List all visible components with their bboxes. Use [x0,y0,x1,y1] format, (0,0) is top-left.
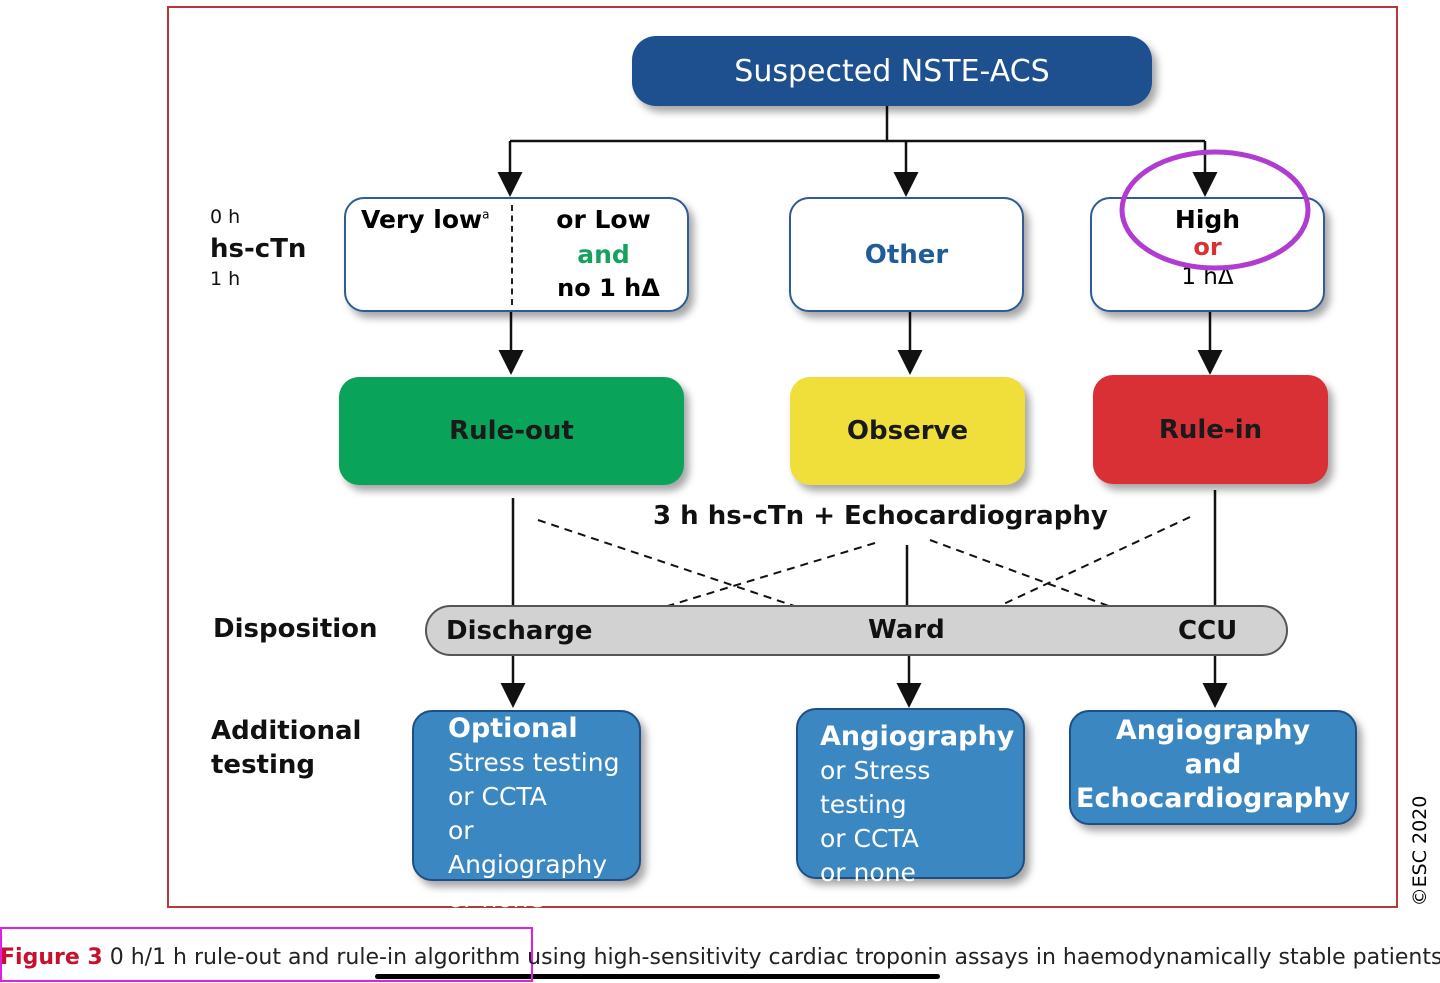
label-hs-ctn: hs-cTn [210,234,307,264]
connector-line [510,106,1205,143]
dashed-arrow [601,542,876,630]
testing-option: or none [820,858,916,887]
testing-option: or CCTA [448,782,547,811]
testing-option: and [1184,749,1242,780]
testing-title: Optional [448,713,578,744]
testing-option: Angiography [1115,715,1311,746]
rule-in-text: Rule-in [1158,414,1263,445]
testing-option: or Angiography [448,816,608,879]
purple-circle-annotation [1119,149,1311,271]
ccu-label: CCU [1178,616,1238,646]
or-text: or [1193,233,1222,261]
very-low-or-low-box: Very lowa or Low and no 1 hΔ [344,197,689,312]
other-box: Other [789,197,1024,312]
caption-text: 0 h/1 h rule-out and rule-in algorithm u… [109,945,948,970]
testing-option: Echocardiography [1076,783,1350,814]
figure-caption: Figure 3 0 h/1 h rule-out and rule-in al… [0,945,1440,970]
suspected-nste-acs-box: Suspected NSTE-ACS [632,36,1152,106]
label-1h: 1 h [210,268,241,290]
very-low-text: Very low [361,205,483,234]
and-text: and [577,240,630,269]
discharge-label: Discharge [446,616,593,646]
testing-option: or CCTA [820,824,919,853]
caption-text-continued: assays in haemodynamically stable patien… [954,945,1440,970]
rule-out-box: Rule-out [339,377,684,485]
testing-box-middle: Angiography or Stress testing or CCTA or… [796,708,1025,887]
label-0h: 0 h [210,206,241,228]
magenta-highlight-box [0,927,533,982]
top-title: Suspected NSTE-ACS [734,53,1050,89]
rule-in-box: Rule-in [1093,375,1328,484]
other-text: Other [864,239,949,270]
figure-frame [167,6,1398,908]
testing-option: Stress testing [448,748,620,777]
ward-label: Ward [868,615,945,645]
testing-title: Angiography [820,721,1015,752]
high-box: High or 1 hΔ [1090,197,1325,312]
label-disposition: Disposition [213,614,378,644]
redaction-bar [375,974,940,979]
disposition-bar [425,605,1288,656]
observe-text: Observe [846,416,969,446]
copyright: ©ESC 2020 [1409,795,1431,907]
testing-box-right: Angiography and Echocardiography [1069,710,1357,825]
rule-out-text: Rule-out [449,416,574,446]
high-text: High [1174,205,1241,234]
no-delta-text: no 1 hΔ [557,274,660,302]
testing-option: or Stress testing [820,756,931,819]
testing-box-left: Optional Stress testing or CCTA or Angio… [412,710,641,913]
caption-label: Figure 3 [0,945,103,970]
or-low-text: or Low [556,205,651,234]
testing-option: or none [448,884,544,913]
footnote-a: a [482,207,490,222]
middle-label: 3 h hs-cTn + Echocardiography [649,501,1112,531]
dashed-divider [511,205,513,305]
label-additional-testing: Additional testing [211,716,362,780]
observe-box: Observe [790,377,1025,485]
